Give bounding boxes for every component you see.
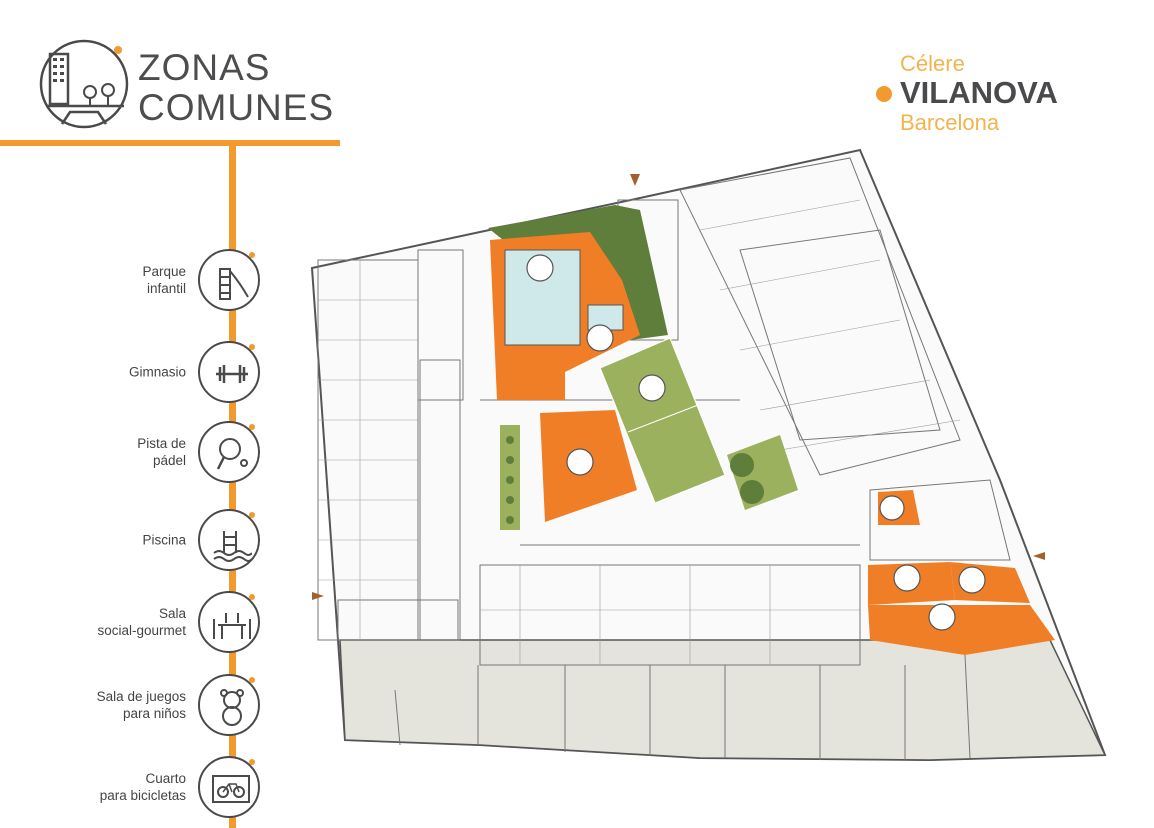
legend-item: Cuarto para bicicletas bbox=[0, 756, 270, 818]
commercial-band bbox=[339, 639, 1107, 761]
brand-company: Célere bbox=[900, 51, 965, 76]
room-grid bbox=[318, 199, 961, 665]
dining-table-icon bbox=[198, 591, 260, 653]
legend-item: Pista de pádel bbox=[0, 421, 270, 483]
brand-logo: Célere VILANOVA Barcelona bbox=[876, 50, 1058, 136]
teddy-bear-icon bbox=[198, 674, 260, 736]
brand-project-name: VILANOVA bbox=[900, 75, 1058, 110]
legend-label: Parque infantil bbox=[142, 264, 186, 296]
legend-item: Gimnasio bbox=[0, 341, 270, 403]
legend-item: Sala de juegos para niños bbox=[0, 674, 270, 736]
legend-label: Pista de pádel bbox=[137, 436, 186, 468]
floor-plan bbox=[310, 148, 1107, 762]
legend-item: Sala social-gourmet bbox=[0, 591, 270, 653]
unit-partitions bbox=[317, 157, 1011, 760]
brand-city: Barcelona bbox=[900, 110, 1000, 135]
legend-item: Piscina bbox=[0, 509, 270, 571]
legend-label: Gimnasio bbox=[128, 364, 186, 380]
entrance-arrows bbox=[312, 174, 1045, 600]
legend-label: Sala de juegos para niños bbox=[96, 689, 186, 721]
legend-label: Sala social-gourmet bbox=[97, 606, 186, 638]
title-line-1: ZONAS bbox=[138, 47, 271, 88]
zone-markers bbox=[526, 254, 986, 631]
common-areas-logo-icon bbox=[39, 39, 129, 129]
paddle-icon bbox=[198, 421, 260, 483]
bicycle-room bbox=[868, 605, 1055, 655]
pool-icon bbox=[198, 509, 260, 571]
legend-line bbox=[229, 146, 236, 828]
title-line-2: COMUNES bbox=[138, 87, 335, 128]
legend-label: Piscina bbox=[142, 532, 186, 548]
dumbbell-icon bbox=[198, 341, 260, 403]
legend-label: Cuarto para bicicletas bbox=[99, 771, 186, 803]
page-title: ZONAS COMUNES bbox=[138, 48, 334, 128]
slide-icon bbox=[198, 249, 260, 311]
bicycle-icon bbox=[198, 756, 260, 818]
brand-dot-icon bbox=[876, 86, 892, 102]
padel-court bbox=[599, 337, 726, 504]
header-divider bbox=[0, 140, 340, 146]
brand-project: VILANOVA bbox=[876, 75, 1058, 110]
legend-item: Parque infantil bbox=[0, 249, 270, 311]
